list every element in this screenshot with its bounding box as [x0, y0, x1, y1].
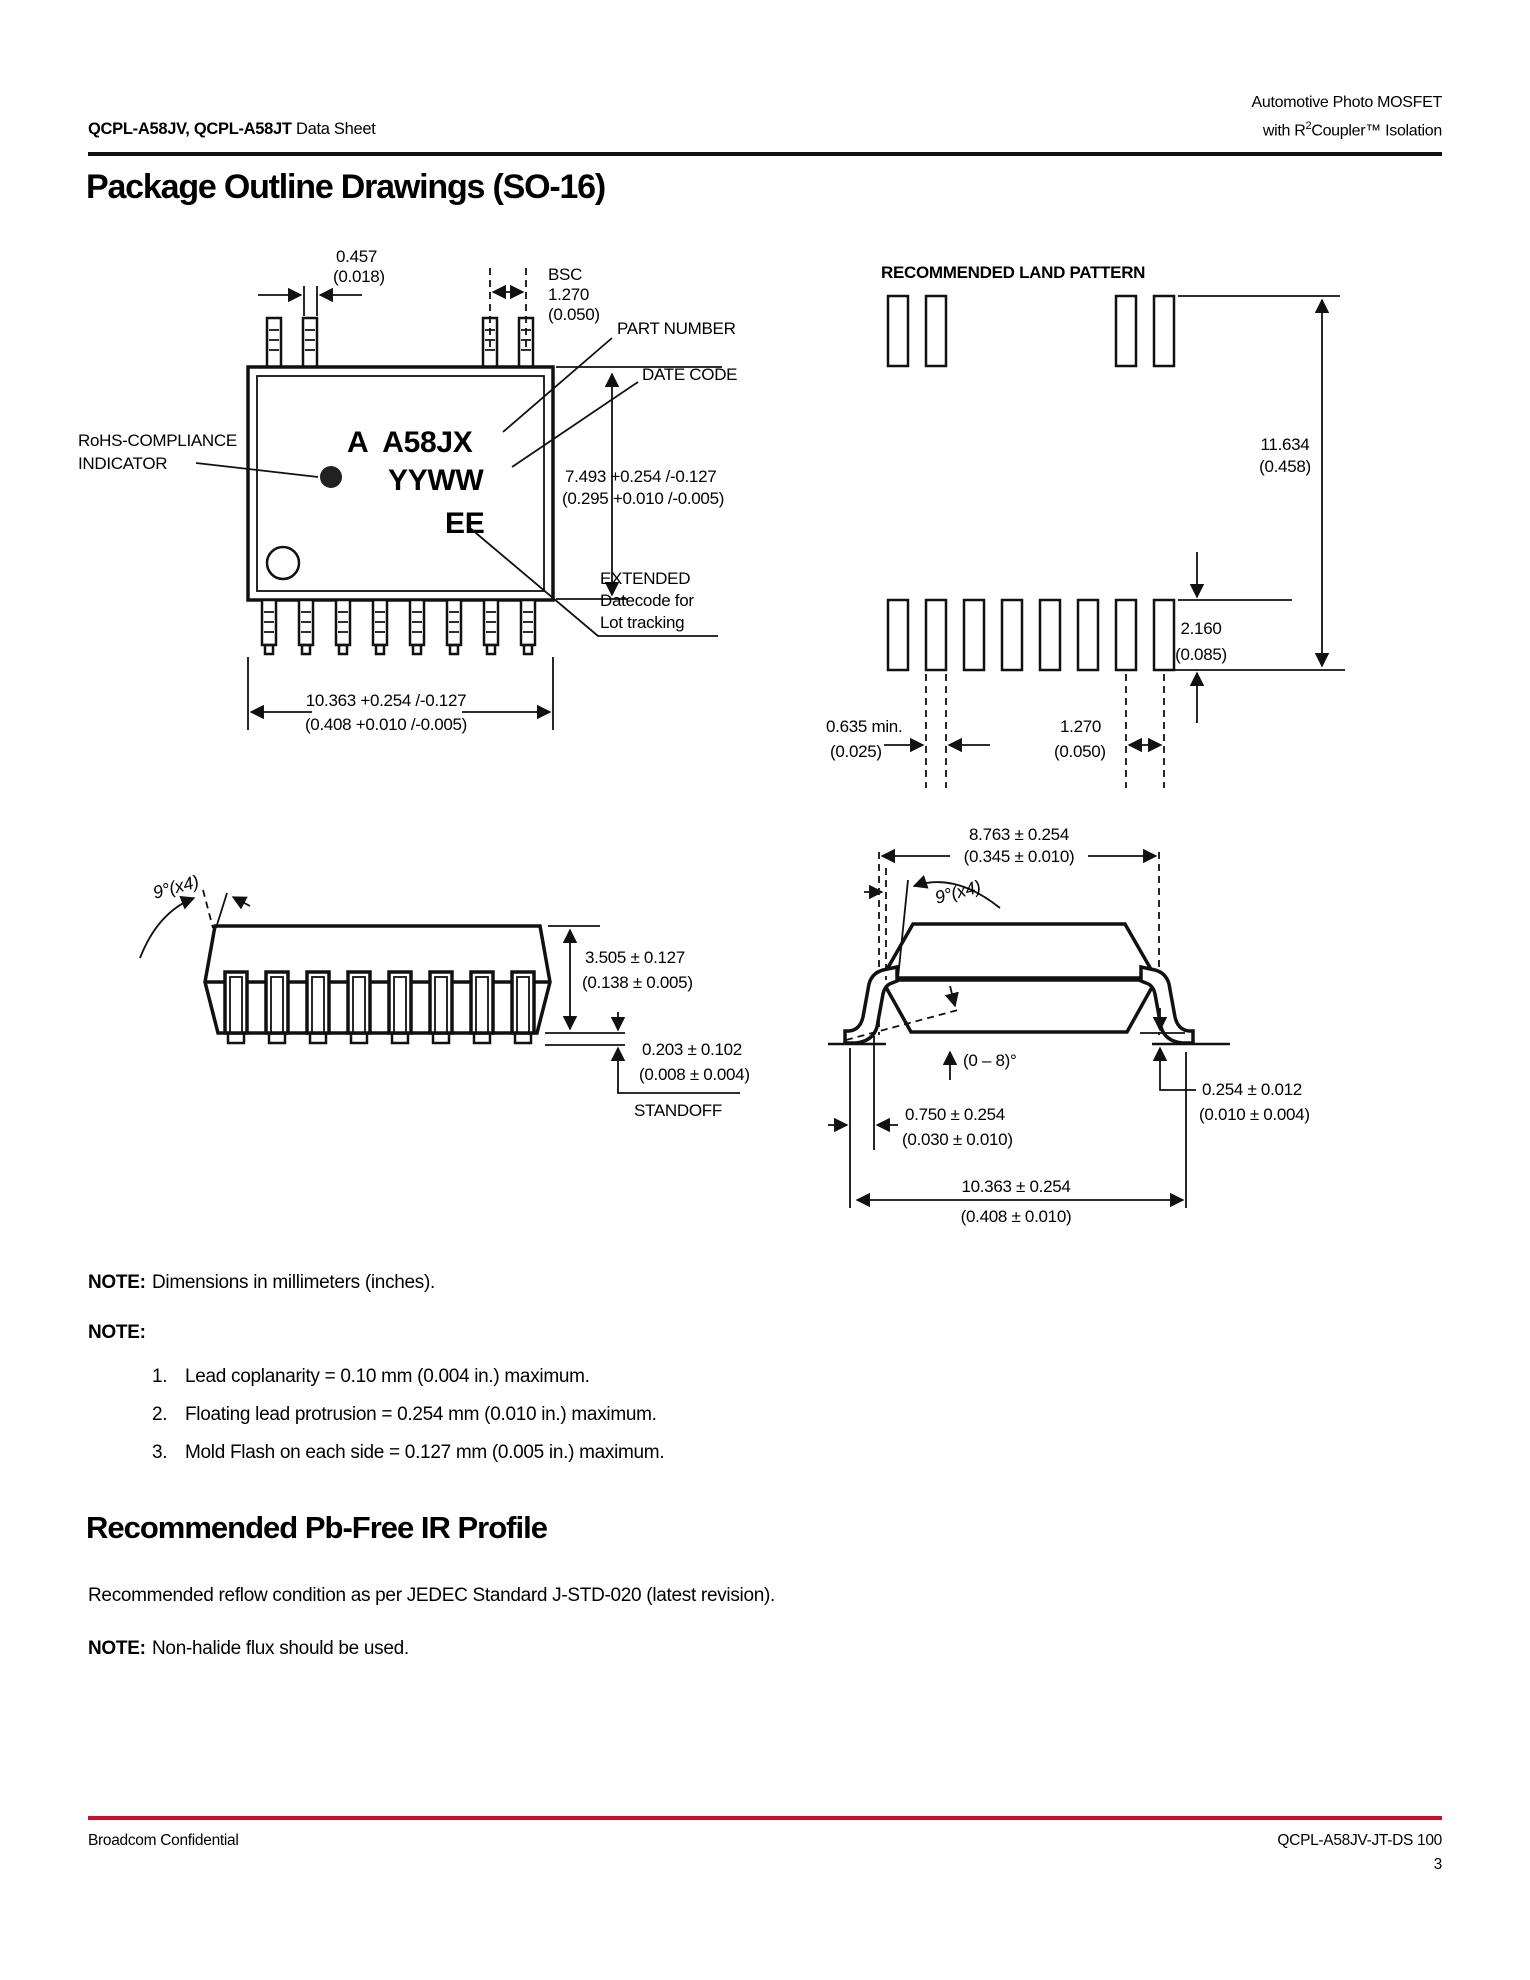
dim-pad-length: 2.160 (0.085): [1175, 552, 1292, 723]
dim-body-height: 7.493 +0.254 /-0.127 (0.295 +0.010 /-0.0…: [556, 366, 724, 600]
dim-pad-gap: 0.635 min. (0.025): [826, 674, 990, 788]
svg-text:(0.018): (0.018): [333, 267, 385, 286]
dim-pad-pitch: 1.270 (0.050): [1054, 674, 1165, 788]
svg-text:3.505 ± 0.127: 3.505 ± 0.127: [585, 948, 685, 967]
svg-text:(0.050): (0.050): [548, 305, 600, 324]
svg-text:(0.050): (0.050): [1054, 742, 1106, 761]
land-pattern-bottom-pads: [886, 598, 1176, 672]
svg-text:10.363 +0.254 /-0.127: 10.363 +0.254 /-0.127: [306, 691, 467, 710]
land-pattern-title: RECOMMENDED LAND PATTERN: [881, 263, 1145, 282]
note-flux: NOTE: Non-halide flux should be used.: [88, 1638, 409, 1659]
svg-text:RoHS-COMPLIANCE: RoHS-COMPLIANCE: [78, 431, 237, 450]
package-outline-drawings: A A58JX YYWW EE 0.457 (0.018) BSC 1.270 …: [78, 247, 1345, 1226]
svg-text:0.635 min.: 0.635 min.: [826, 717, 902, 736]
end-body: [878, 922, 1160, 1034]
svg-text:11.634: 11.634: [1261, 435, 1310, 454]
svg-text:1.270: 1.270: [548, 285, 589, 304]
bottom-pins: [260, 598, 537, 656]
svg-text:(0.025): (0.025): [830, 742, 882, 761]
dim-end-total: 10.363 ± 0.254 (0.408 ± 0.010): [855, 1052, 1187, 1226]
svg-text:0.457: 0.457: [336, 247, 377, 266]
svg-text:(0.008 ± 0.004): (0.008 ± 0.004): [639, 1065, 750, 1084]
svg-text:INDICATOR: INDICATOR: [78, 454, 167, 473]
top-pins: [265, 316, 535, 369]
svg-text:(0.408 +0.010 /-0.005): (0.408 +0.010 /-0.005): [305, 715, 467, 734]
side-leads: [223, 970, 536, 1045]
svg-text:9°(x4): 9°(x4): [933, 876, 983, 907]
dim-lead-angle: (0 – 8)°: [845, 985, 1017, 1080]
marking-part: A A58JX: [347, 426, 473, 459]
land-pattern-drawing: RECOMMENDED LAND PATTERN 11.634 (0.458: [826, 263, 1345, 788]
dim-lead-thickness: 0.254 ± 0.012 (0.010 ± 0.004): [1140, 1008, 1310, 1124]
side-body: [203, 924, 552, 1035]
section-body: Recommended reflow condition as per JEDE…: [88, 1585, 775, 1606]
svg-text:(0.408 ± 0.010): (0.408 ± 0.010): [961, 1207, 1072, 1226]
section-heading: Recommended Pb-Free IR Profile: [86, 1510, 548, 1545]
svg-text:(0 – 8)°: (0 – 8)°: [963, 1051, 1017, 1070]
svg-text:(0.345 ± 0.010): (0.345 ± 0.010): [964, 847, 1075, 866]
rohs-indicator-dot: [320, 466, 342, 488]
rohs-callout: RoHS-COMPLIANCE INDICATOR: [78, 431, 319, 478]
svg-text:(0.030 ± 0.010): (0.030 ± 0.010): [902, 1130, 1013, 1149]
svg-text:EXTENDED: EXTENDED: [600, 569, 690, 588]
page-title: Package Outline Drawings (SO-16): [86, 168, 606, 206]
svg-text:BSC: BSC: [548, 265, 582, 284]
footer-page-number: 3: [1433, 1856, 1443, 1873]
standoff-label: STANDOFF: [634, 1101, 722, 1120]
date-code-callout: DATE CODE: [642, 365, 737, 384]
svg-text:(0.295 +0.010 /-0.005): (0.295 +0.010 /-0.005): [562, 489, 724, 508]
svg-text:(0.085): (0.085): [1175, 645, 1227, 664]
top-view-drawing: A A58JX YYWW EE 0.457 (0.018) BSC 1.270 …: [78, 247, 738, 734]
header-product-name: QCPL-A58JV, QCPL-A58JT: [88, 120, 292, 138]
svg-text:Lot tracking: Lot tracking: [600, 613, 684, 632]
side-view-drawing: 9°(x4) 3.505 ± 0.127 (0.138 ± 0.005) 0.2…: [139, 871, 750, 1120]
svg-text:8.763 ± 0.254: 8.763 ± 0.254: [969, 825, 1069, 844]
svg-text:0.750 ± 0.254: 0.750 ± 0.254: [905, 1105, 1005, 1124]
header-right-line2: with R2Coupler™ Isolation: [1262, 120, 1442, 140]
svg-text:Datecode for: Datecode for: [600, 591, 694, 610]
note-text: Dimensions in millimeters (inches).: [152, 1272, 436, 1293]
end-view-drawing: 8.763 ± 0.254 (0.345 ± 0.010) 9°(x4): [828, 825, 1310, 1226]
dim-foot-length: 0.750 ± 0.254 (0.030 ± 0.010): [828, 1036, 1013, 1208]
svg-text:0.254 ± 0.012: 0.254 ± 0.012: [1202, 1080, 1302, 1099]
extended-datecode-callout: EXTENDED Datecode for Lot tracking: [469, 527, 718, 637]
svg-text:10.363 ± 0.254: 10.363 ± 0.254: [961, 1177, 1070, 1196]
svg-text:2.160: 2.160: [1180, 619, 1221, 638]
svg-text:(0.458): (0.458): [1259, 457, 1311, 476]
dim-end-width: 8.763 ± 0.254 (0.345 ± 0.010): [878, 825, 1160, 1035]
svg-text:(0.138 ± 0.005): (0.138 ± 0.005): [582, 973, 693, 992]
note-dimensions: NOTE: Dimensions in millimeters (inches)…: [88, 1272, 435, 1294]
end-lead-left: [843, 965, 899, 1045]
pin1-indicator: [265, 545, 301, 581]
svg-text:0.203 ± 0.102: 0.203 ± 0.102: [642, 1040, 742, 1059]
dim-lead-pitch-bsc: BSC 1.270 (0.050): [489, 265, 600, 350]
header-right-line1: Automotive Photo MOSFET: [1251, 94, 1442, 111]
dim-side-height: 3.505 ± 0.127 (0.138 ± 0.005): [548, 925, 693, 1031]
part-number-callout: PART NUMBER: [617, 319, 736, 338]
land-pattern-top-pads: [886, 294, 1176, 368]
header-rule: [88, 152, 1442, 156]
note-label: NOTE:: [88, 1272, 146, 1293]
footer-confidential: Broadcom Confidential: [88, 1832, 239, 1849]
svg-text:1.270: 1.270: [1060, 717, 1101, 736]
svg-text:7.493 +0.254 /-0.127: 7.493 +0.254 /-0.127: [565, 467, 716, 486]
footer-rule: [88, 1816, 1442, 1820]
dim-land-height: 11.634 (0.458): [1166, 295, 1345, 671]
footer-doc-number: QCPL-A58JV-JT-DS 100: [1277, 1832, 1442, 1849]
dim-lead-width: 0.457 (0.018): [258, 247, 385, 316]
dim-body-length: 10.363 +0.254 /-0.127 (0.408 +0.010 /-0.…: [247, 657, 554, 734]
note-label: NOTE:: [88, 1322, 146, 1343]
header-left: QCPL-A58JV, QCPL-A58JT Data Sheet: [88, 120, 376, 139]
end-lead-right: [1139, 965, 1195, 1045]
svg-text:(0.010 ± 0.004): (0.010 ± 0.004): [1199, 1105, 1310, 1124]
dim-standoff: 0.203 ± 0.102 (0.008 ± 0.004) STANDOFF: [545, 1012, 750, 1120]
header-doc-type: Data Sheet: [291, 120, 376, 138]
marking-datecode: YYWW: [388, 464, 484, 497]
note-list-header: NOTE:: [88, 1322, 146, 1344]
